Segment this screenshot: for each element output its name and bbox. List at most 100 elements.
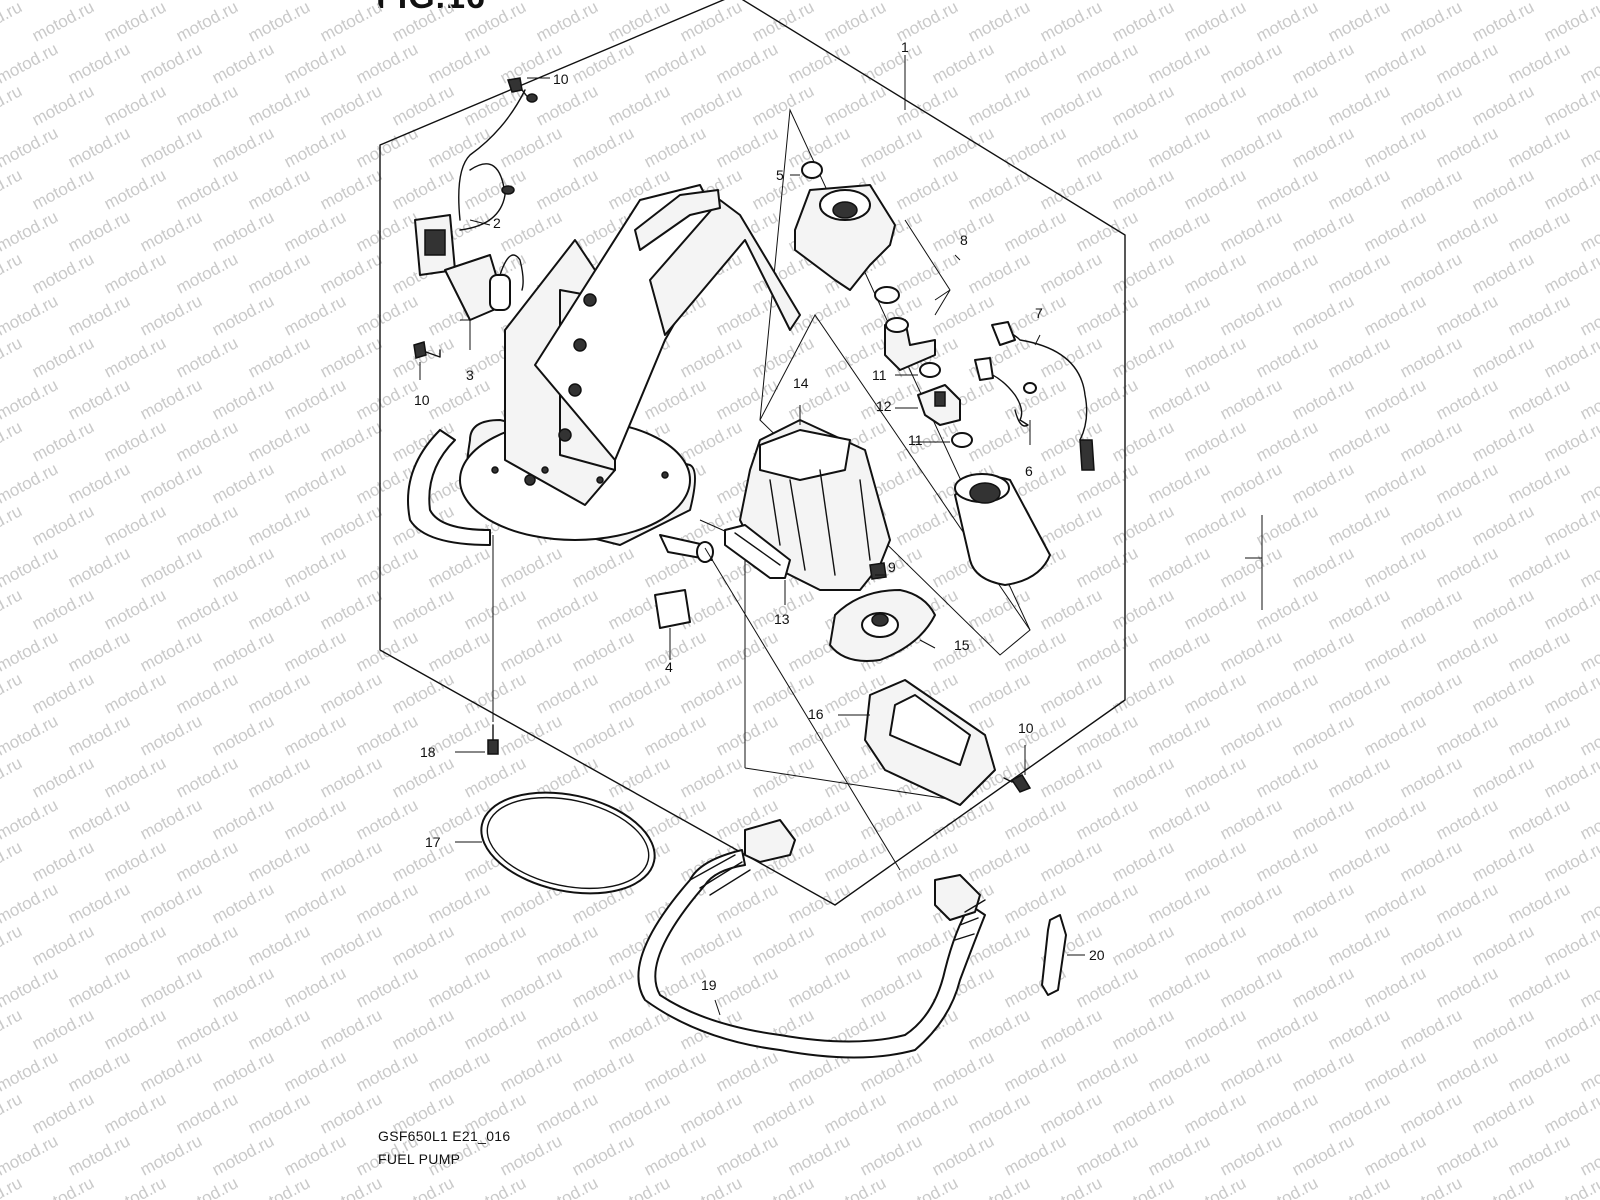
watermark-text: motod.ru bbox=[137, 795, 205, 843]
watermark-text: motod.ru bbox=[1289, 207, 1357, 255]
watermark-text: motod.ru bbox=[965, 0, 1033, 46]
watermark-text: motod.ru bbox=[29, 1173, 97, 1200]
callout-18: 18 bbox=[420, 744, 436, 760]
watermark-text: motod.ru bbox=[893, 81, 961, 129]
watermark-text: motod.ru bbox=[1073, 1047, 1141, 1095]
watermark-text: motod.ru bbox=[101, 417, 169, 465]
callout-12: 12 bbox=[876, 398, 892, 414]
watermark-text: motod.ru bbox=[1217, 627, 1285, 675]
watermark-text: motod.ru bbox=[929, 123, 997, 171]
watermark-text: motod.ru bbox=[1145, 291, 1213, 339]
watermark-text: motod.ru bbox=[1505, 1131, 1573, 1179]
watermark-text: motod.ru bbox=[101, 921, 169, 969]
watermark-text: motod.ru bbox=[1505, 1047, 1573, 1095]
watermark-text: motod.ru bbox=[29, 249, 97, 297]
watermark-text: motod.ru bbox=[533, 921, 601, 969]
watermark-text: motod.ru bbox=[1253, 165, 1321, 213]
watermark-text: motod.ru bbox=[245, 1089, 313, 1137]
watermark-text: motod.ru bbox=[965, 81, 1033, 129]
watermark-text: motod.ru bbox=[0, 879, 61, 927]
watermark-text: motod.ru bbox=[0, 627, 61, 675]
watermark-text: motod.ru bbox=[353, 627, 421, 675]
watermark-text: motod.ru bbox=[101, 1173, 169, 1200]
watermark-text: motod.ru bbox=[1325, 669, 1393, 717]
watermark-text: motod.ru bbox=[857, 39, 925, 87]
watermark-text: motod.ru bbox=[497, 627, 565, 675]
watermark-text: motod.ru bbox=[1577, 963, 1600, 1011]
watermark-text: motod.ru bbox=[101, 81, 169, 129]
watermark-text: motod.ru bbox=[1289, 123, 1357, 171]
watermark-text: motod.ru bbox=[65, 375, 133, 423]
watermark-text: motod.ru bbox=[389, 669, 457, 717]
watermark-text: motod.ru bbox=[353, 291, 421, 339]
watermark-text: motod.ru bbox=[101, 165, 169, 213]
watermark-text: motod.ru bbox=[1001, 711, 1069, 759]
watermark-text: motod.ru bbox=[245, 1173, 313, 1200]
watermark-text: motod.ru bbox=[1325, 249, 1393, 297]
callout-10-left: 10 bbox=[414, 392, 430, 408]
watermark-text: motod.ru bbox=[1037, 837, 1105, 885]
callout-14: 14 bbox=[793, 375, 809, 391]
watermark-text: motod.ru bbox=[317, 1173, 385, 1200]
watermark-text: motod.ru bbox=[353, 123, 421, 171]
watermark-text: motod.ru bbox=[65, 963, 133, 1011]
watermark-text: motod.ru bbox=[1289, 963, 1357, 1011]
watermark-text: motod.ru bbox=[1397, 81, 1465, 129]
watermark-text: motod.ru bbox=[137, 123, 205, 171]
watermark-text: motod.ru bbox=[1433, 207, 1501, 255]
watermark-text: motod.ru bbox=[0, 81, 25, 129]
callout-11-lower: 11 bbox=[908, 432, 923, 448]
watermark-text: motod.ru bbox=[1541, 417, 1600, 465]
watermark-text: motod.ru bbox=[1037, 1173, 1105, 1200]
watermark-text: motod.ru bbox=[1469, 1173, 1537, 1200]
watermark-text: motod.ru bbox=[1289, 39, 1357, 87]
watermark-text: motod.ru bbox=[1541, 753, 1600, 801]
watermark-text: motod.ru bbox=[101, 585, 169, 633]
watermark-text: motod.ru bbox=[317, 417, 385, 465]
part-9-cushion bbox=[869, 562, 887, 580]
watermark-text: motod.ru bbox=[101, 1089, 169, 1137]
watermark-text: motod.ru bbox=[281, 1131, 349, 1179]
watermark-text: motod.ru bbox=[65, 0, 133, 4]
watermark-text: motod.ru bbox=[533, 1173, 601, 1200]
watermark-text: motod.ru bbox=[1469, 0, 1537, 46]
watermark-text: motod.ru bbox=[1469, 1089, 1537, 1137]
watermark-text: motod.ru bbox=[353, 795, 421, 843]
watermark-text: motod.ru bbox=[389, 585, 457, 633]
watermark-text: motod.ru bbox=[569, 963, 637, 1011]
watermark-text: motod.ru bbox=[1397, 1089, 1465, 1137]
watermark-text: motod.ru bbox=[533, 585, 601, 633]
watermark-text: motod.ru bbox=[209, 207, 277, 255]
watermark-text: motod.ru bbox=[317, 0, 385, 46]
watermark-text: motod.ru bbox=[1361, 0, 1429, 4]
watermark-text: motod.ru bbox=[605, 1089, 673, 1137]
watermark-text: motod.ru bbox=[245, 669, 313, 717]
watermark-text: motod.ru bbox=[209, 963, 277, 1011]
watermark-text: motod.ru bbox=[713, 963, 781, 1011]
watermark-text: motod.ru bbox=[1181, 669, 1249, 717]
return-hose bbox=[407, 429, 491, 546]
watermark-text: motod.ru bbox=[1253, 1005, 1321, 1053]
watermark-text: motod.ru bbox=[1433, 291, 1501, 339]
watermark-text: motod.ru bbox=[0, 291, 61, 339]
watermark-text: motod.ru bbox=[1073, 207, 1141, 255]
watermark-text: motod.ru bbox=[1433, 879, 1501, 927]
watermark-text: motod.ru bbox=[245, 81, 313, 129]
watermark-text: motod.ru bbox=[677, 921, 745, 969]
watermark-text: motod.ru bbox=[1001, 207, 1069, 255]
watermark-text: motod.ru bbox=[1109, 0, 1177, 46]
watermark-text: motod.ru bbox=[281, 291, 349, 339]
pump-bracket bbox=[459, 184, 801, 546]
watermark-text: motod.ru bbox=[1577, 459, 1600, 507]
watermark-text: motod.ru bbox=[929, 1047, 997, 1095]
watermark-text: motod.ru bbox=[1541, 921, 1600, 969]
watermark-text: motod.ru bbox=[1109, 1089, 1177, 1137]
watermark-text: motod.ru bbox=[605, 753, 673, 801]
watermark-text: motod.ru bbox=[1145, 1131, 1213, 1179]
watermark-text: motod.ru bbox=[1001, 795, 1069, 843]
watermark-text: motod.ru bbox=[1433, 1047, 1501, 1095]
watermark-text: motod.ru bbox=[713, 1047, 781, 1095]
watermark-text: motod.ru bbox=[497, 0, 565, 4]
